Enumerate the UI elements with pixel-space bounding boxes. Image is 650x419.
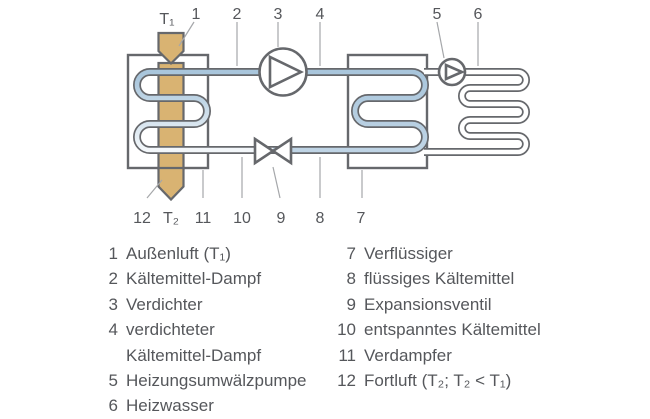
legend-item-number: 8 <box>346 269 356 289</box>
legend-item-number: 12 <box>337 371 356 391</box>
legend-item-label: Heizungsumwälzpumpe <box>126 371 307 391</box>
legend-item-number: 3 <box>108 294 118 314</box>
legend-item-10: 10 entspanntes Kältemittel <box>334 317 541 342</box>
legend-item-6: 6 Heizwasser <box>96 393 306 418</box>
diagram-labels: T₁ 1 2 3 4 5 6 12 T₂ 11 10 9 8 7 <box>133 6 482 227</box>
legend-item-number: 5 <box>108 371 118 391</box>
leader-line-1 <box>178 21 195 47</box>
legend-item-11: 11 Verdampfer <box>334 343 541 368</box>
heating-circuit-coil <box>424 68 530 156</box>
legend-item-label: Fortluft (T₂; T₂ < T₁) <box>364 371 512 391</box>
label-12: 12 <box>133 210 151 227</box>
legend-item-label: flüssiges Kältemittel <box>364 269 515 289</box>
expansion-valve-icon <box>253 136 293 166</box>
legend-item-1: 1 Außenluft (T₁) <box>96 241 306 266</box>
heating-pump-icon <box>437 57 467 87</box>
label-7: 7 <box>357 210 366 227</box>
label-9: 9 <box>277 210 286 227</box>
legend-item-number: 11 <box>338 345 356 365</box>
legend-item-8: 8 flüssiges Kältemittel <box>334 266 541 291</box>
legend-item-9: 9 Expansionsventil <box>334 292 541 317</box>
legend-item-12: 12 Fortluft (T₂; T₂ < T₁) <box>334 368 541 393</box>
legend-column-right: 7 Verflüssiger 8 flüssiges Kältemittel 9 Expa… <box>334 241 541 393</box>
legend-item-2: 2 Kältemittel-Dampf <box>96 266 306 291</box>
compressor-icon <box>258 47 308 97</box>
label-1: 1 <box>192 6 201 23</box>
legend-item-4: 4 verdichteter <box>96 317 306 342</box>
heat-pump-schematic: T₁ 1 2 3 4 5 6 12 T₂ 11 10 9 8 7 <box>126 6 530 227</box>
label-t2: T₂ <box>163 210 179 227</box>
legend-item-7: 7 Verflüssiger <box>334 241 541 266</box>
legend-item-label: Verflüssiger <box>364 244 453 263</box>
label-10: 10 <box>233 210 251 227</box>
legend-item-number-spacer <box>96 343 118 368</box>
legend-item-number: 2 <box>108 269 118 289</box>
leader-line-5 <box>436 21 445 59</box>
legend-item-label: verdichteter <box>126 320 215 340</box>
legend-item-number: 9 <box>346 294 356 314</box>
label-11: 11 <box>195 210 212 227</box>
legend-item-label: Heizwasser <box>126 396 214 416</box>
legend-item-label: entspanntes Kältemittel <box>364 320 541 340</box>
legend-item-number: 6 <box>108 396 118 416</box>
condenser-coil <box>273 68 429 154</box>
legend-item-number: 4 <box>108 320 118 340</box>
legend-item-4-line2: Kältemittel-Dampf <box>96 343 306 368</box>
legend-item-label: Kältemittel-Dampf <box>126 345 262 365</box>
label-4: 4 <box>316 6 325 23</box>
legend-item-3: 3 Verdichter <box>96 292 306 317</box>
legend-item-5: 5 Heizungsumwälzpumpe <box>96 368 307 393</box>
label-3: 3 <box>274 6 283 23</box>
legend-item-label: Kältemittel-Dampf <box>126 269 262 289</box>
label-6: 6 <box>474 6 483 23</box>
leader-lines <box>146 21 479 199</box>
label-t1: T₁ <box>159 11 174 28</box>
air-outlet-arrow-icon <box>157 166 185 202</box>
legend-item-label: Verdampfer <box>364 345 452 365</box>
leader-line-9 <box>272 166 281 199</box>
legend-item-label: Verdichter <box>126 294 203 314</box>
label-2: 2 <box>233 6 242 23</box>
label-5: 5 <box>433 6 442 23</box>
air-inlet-arrow-icon <box>157 31 185 66</box>
label-8: 8 <box>316 210 325 227</box>
air-flow <box>157 31 185 202</box>
legend-item-number: 1 <box>108 244 118 263</box>
evaporator-coil <box>133 68 283 154</box>
legend-item-number: 7 <box>346 244 356 263</box>
legend-item-label: Außenluft (T₁) <box>126 244 231 263</box>
legend-item-number: 10 <box>337 320 356 340</box>
legend-item-label: Expansionsventil <box>364 294 492 314</box>
leader-line-12 <box>146 179 163 199</box>
